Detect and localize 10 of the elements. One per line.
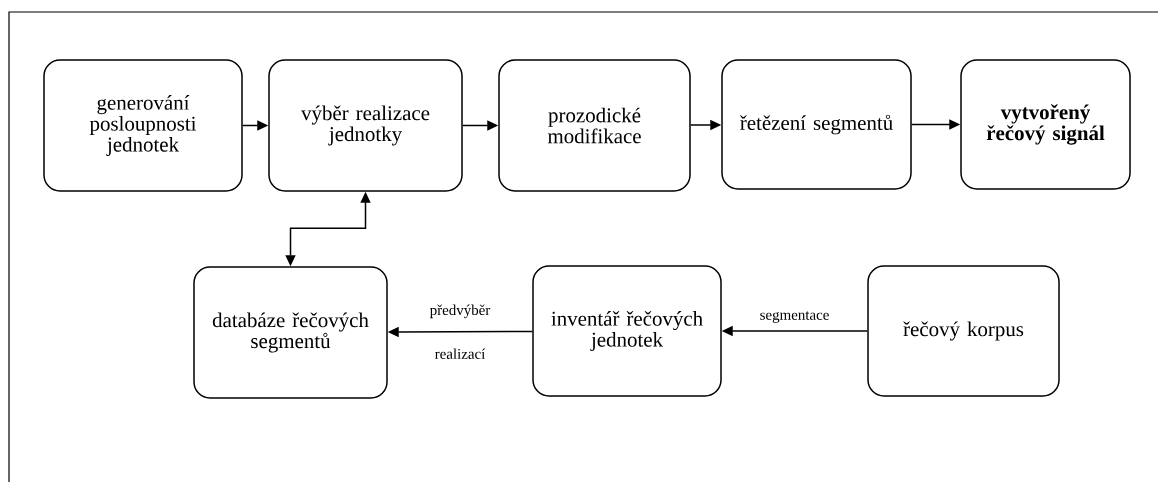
process-box: řetězení segmentů — [721, 59, 912, 190]
process-box: výběr realizace jednotky — [268, 59, 463, 192]
process-box: databáze řečových segmentů — [193, 266, 388, 399]
edge-label: předvýběr realizací — [429, 304, 491, 359]
edge-label: segmentace — [760, 311, 829, 323]
process-box: generování posloupnosti jednotek — [43, 59, 243, 192]
process-box: vytvořený řečový signál — [960, 59, 1131, 190]
process-box: inventář řečových jednotek — [532, 265, 722, 397]
process-box: prozodické modifikace — [498, 59, 691, 192]
process-box: řečový korpus — [867, 265, 1060, 397]
